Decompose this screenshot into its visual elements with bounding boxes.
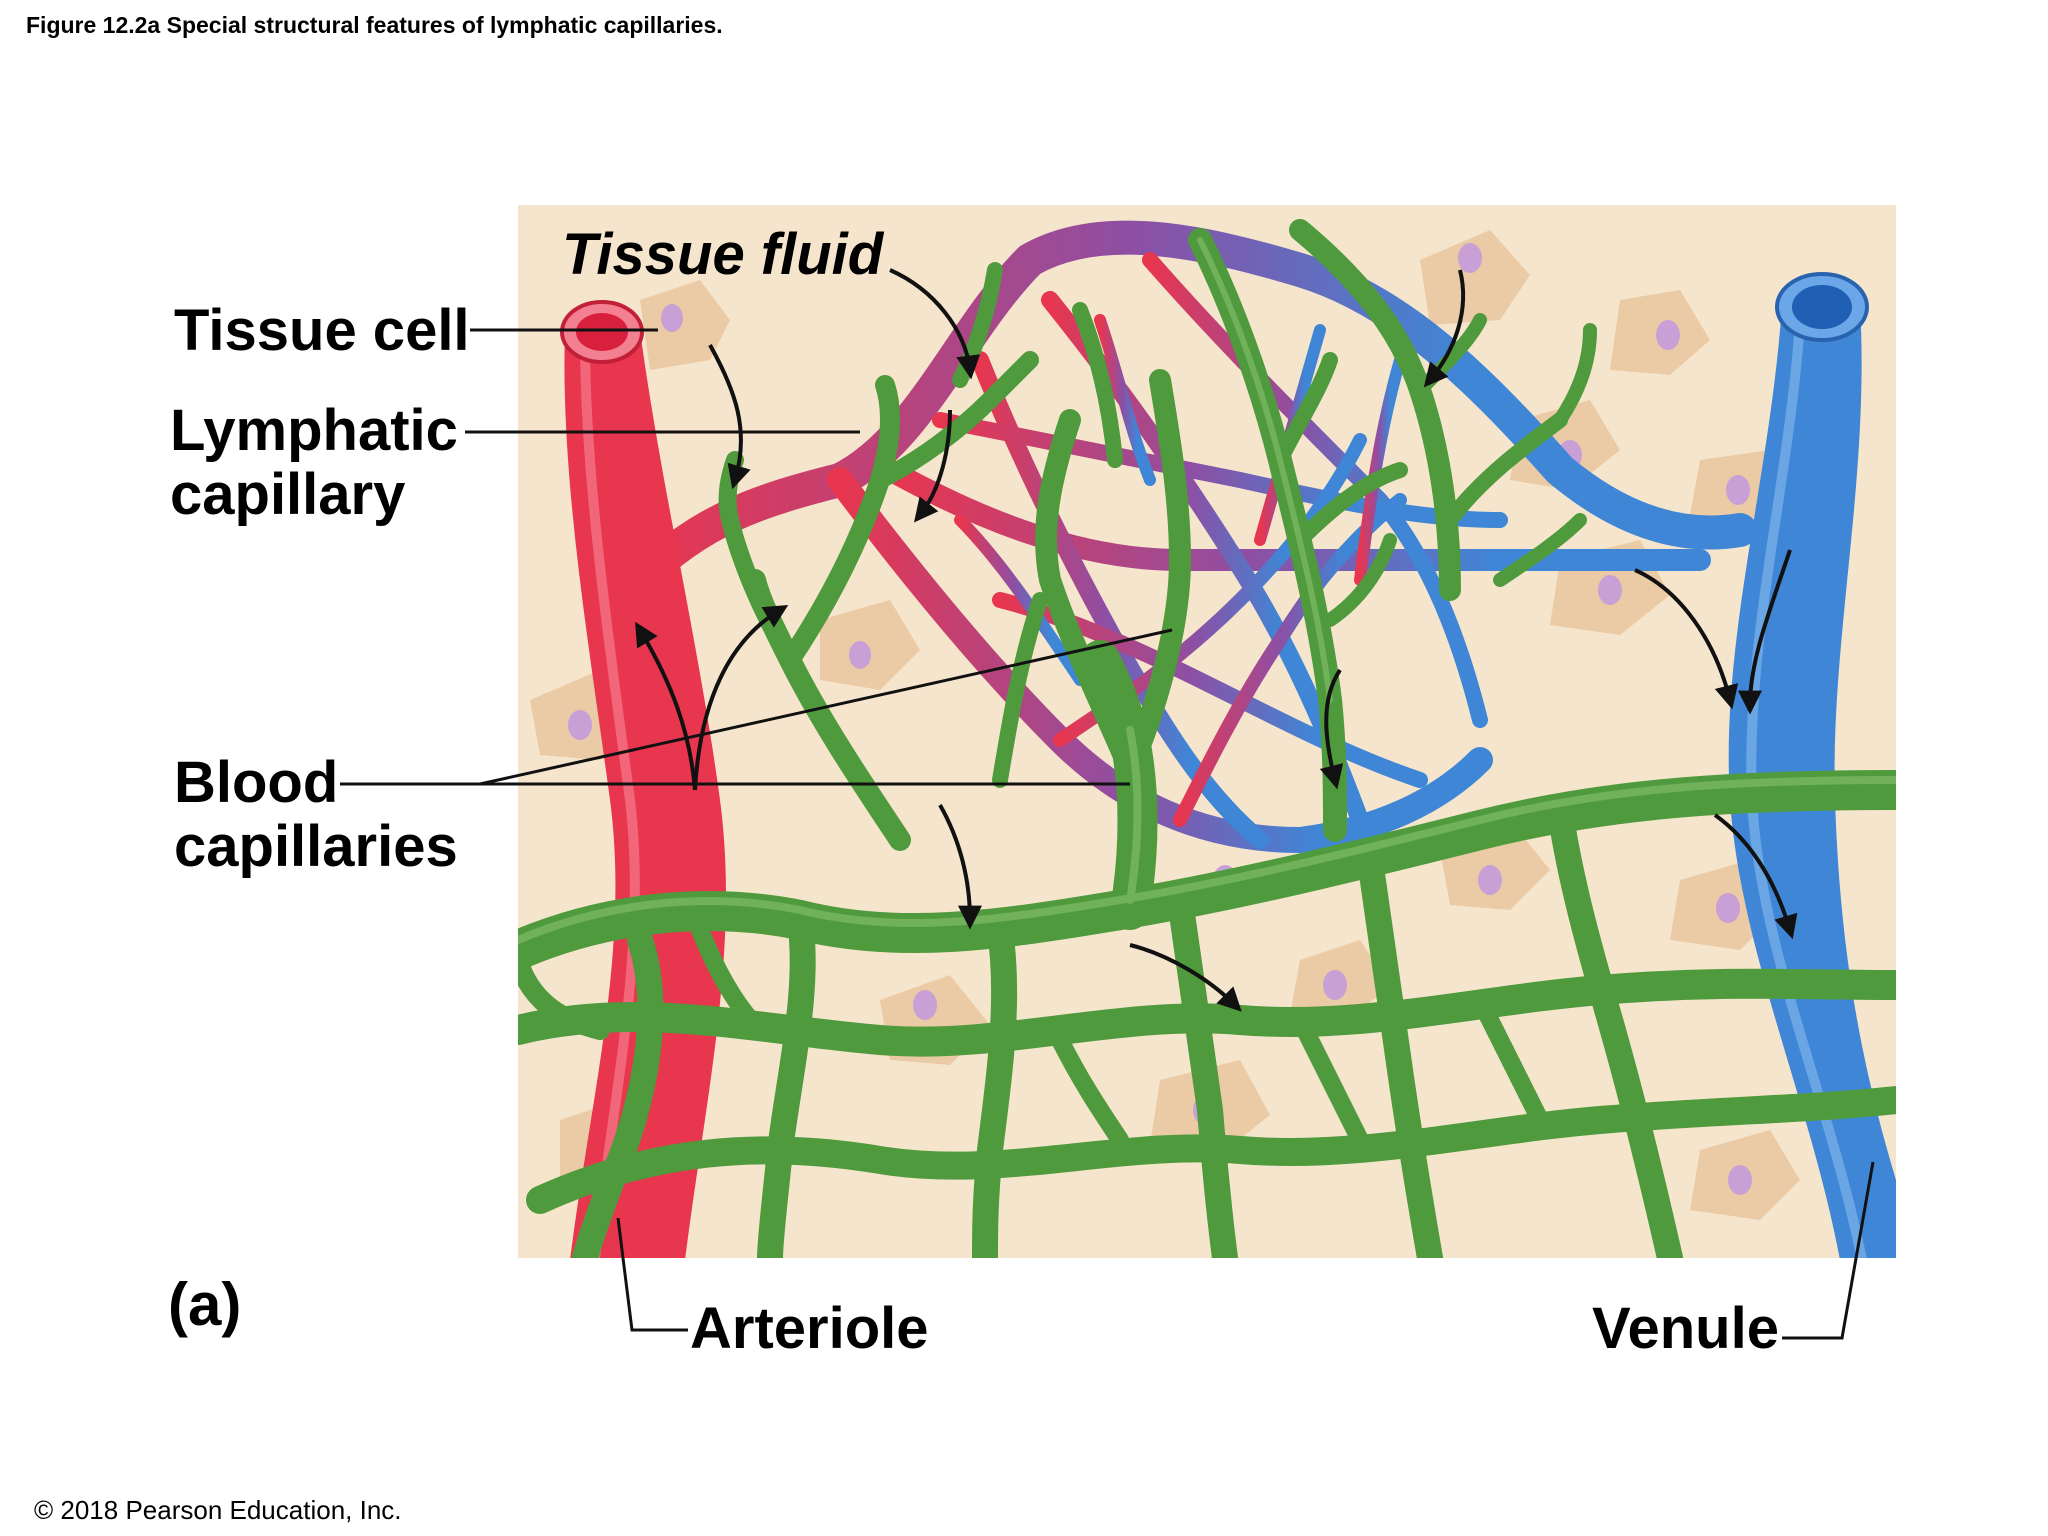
copyright-notice: © 2018 Pearson Education, Inc. — [34, 1495, 402, 1525]
blood-capillaries-label-line1: Blood — [174, 750, 339, 815]
blood-capillaries-label-line2: capillaries — [174, 814, 458, 879]
arteriole-label: Arteriole — [690, 1296, 929, 1361]
lymphatic-highlights — [518, 237, 1896, 944]
lymphatic-capillary-label-line1: Lymphatic — [170, 398, 458, 463]
lymphatic-capillary-label-line2: capillary — [170, 462, 406, 527]
tissue-panel — [518, 205, 1896, 1258]
tissue-cell-label: Tissue cell — [174, 298, 470, 363]
lymphatic-capillary-network — [518, 219, 1896, 1258]
venule-leader — [1782, 1161, 1875, 1340]
figure-title: Figure 12.2a Special structural features… — [26, 12, 723, 38]
flow-arrows — [635, 268, 1798, 1012]
venule-label: Venule — [1592, 1296, 1779, 1361]
arteriole-leader — [616, 1217, 688, 1332]
leader-lines — [340, 328, 1875, 1340]
tissue-fluid-label: Tissue fluid — [562, 222, 884, 287]
panel-letter: (a) — [168, 1271, 242, 1338]
